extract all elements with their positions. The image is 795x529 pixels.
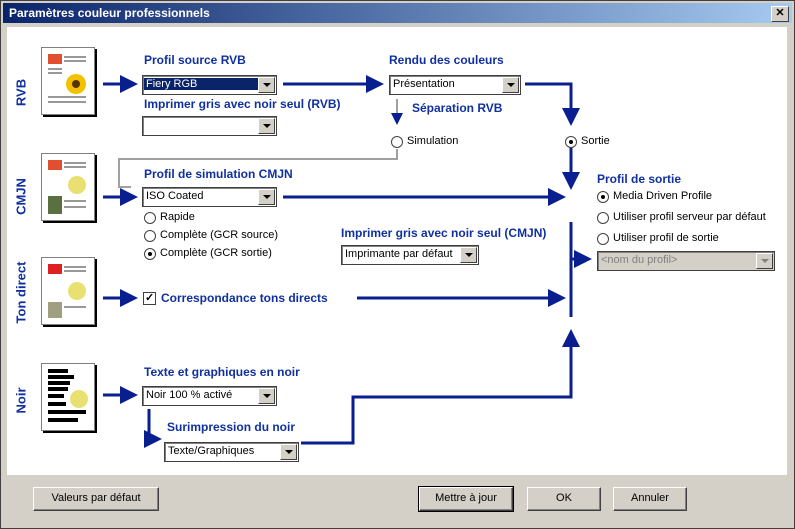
arrow-black-out (301, 329, 580, 445)
black-text-graphics-select[interactable]: Noir 100 % activé (142, 386, 277, 406)
section-label-rgb: RVB (13, 78, 29, 107)
cmyk-simulation-profile-select[interactable]: ISO Coated (142, 187, 277, 207)
black-document-thumbnail (41, 363, 95, 431)
window-title: Paramètres couleur professionnels (9, 6, 210, 20)
spot-color-matching-label: Correspondance tons directs (161, 291, 328, 305)
arrow-to-output (525, 82, 580, 126)
rgb-separation-label: Séparation RVB (412, 101, 503, 115)
chevron-down-icon[interactable] (756, 253, 773, 269)
output-profile-label: Profil de sortie (597, 172, 682, 186)
rgb-document-thumbnail (41, 47, 95, 115)
chevron-down-icon[interactable] (258, 77, 275, 93)
logo-icon (48, 160, 62, 170)
rgb-source-profile-label: Profil source RVB (144, 53, 246, 67)
chevron-down-icon[interactable] (502, 77, 519, 93)
cmyk-simulation-profile-label: Profil de simulation CMJN (144, 167, 293, 181)
flower-icon (70, 390, 88, 408)
ok-button[interactable]: OK (527, 487, 601, 511)
logo-icon (48, 264, 62, 274)
cmyk-document-thumbnail (41, 153, 95, 221)
section-label-spot: Ton direct (13, 261, 29, 324)
settings-panel: RVB CMJN Ton direct Noir (7, 27, 787, 475)
spot-document-thumbnail (41, 257, 95, 325)
cmyk-gray-black-only-label: Imprimer gris avec noir seul (CMJN) (341, 226, 547, 240)
title-bar: Paramètres couleur professionnels ✕ (3, 3, 792, 23)
rendering-intent-label: Rendu des couleurs (389, 53, 504, 67)
portrait-icon (48, 196, 62, 214)
portrait-icon (48, 302, 62, 318)
section-label-cmyk: CMJN (13, 178, 29, 215)
chevron-down-icon[interactable] (280, 444, 297, 460)
close-icon: ✕ (775, 7, 785, 19)
rgb-source-profile-select[interactable]: Fiery RGB (142, 75, 277, 95)
arrow-to-overprint (144, 409, 162, 448)
rendering-intent-select[interactable]: Présentation (389, 75, 521, 95)
update-button[interactable]: Mettre à jour (418, 486, 514, 512)
chevron-down-icon[interactable] (460, 247, 477, 263)
cmyk-gray-black-only-select[interactable]: Imprimante par défaut (341, 245, 479, 265)
flower-icon (68, 282, 86, 300)
flower-icon (68, 176, 86, 194)
defaults-button[interactable]: Valeurs par défaut (33, 487, 159, 511)
black-text-graphics-label: Texte et graphiques en noir (144, 365, 300, 379)
rgb-gray-black-only-select[interactable] (142, 116, 277, 136)
output-profile-name-select[interactable]: <nom du profil> (597, 251, 775, 271)
close-button[interactable]: ✕ (771, 6, 789, 22)
chevron-down-icon[interactable] (258, 118, 275, 134)
section-label-black: Noir (13, 387, 29, 414)
cancel-button[interactable]: Annuler (613, 487, 687, 511)
black-overprint-label: Surimpression du noir (167, 420, 296, 434)
flow-arrows (103, 75, 592, 448)
chevron-down-icon[interactable] (258, 189, 275, 205)
logo-icon (48, 54, 62, 64)
chevron-down-icon[interactable] (258, 388, 275, 404)
arrow-simulation-link (118, 149, 398, 188)
rgb-gray-black-only-label: Imprimer gris avec noir seul (RVB) (144, 97, 341, 111)
spot-color-matching-checkbox[interactable] (143, 291, 156, 305)
black-overprint-select[interactable]: Texte/Graphiques (164, 442, 299, 462)
